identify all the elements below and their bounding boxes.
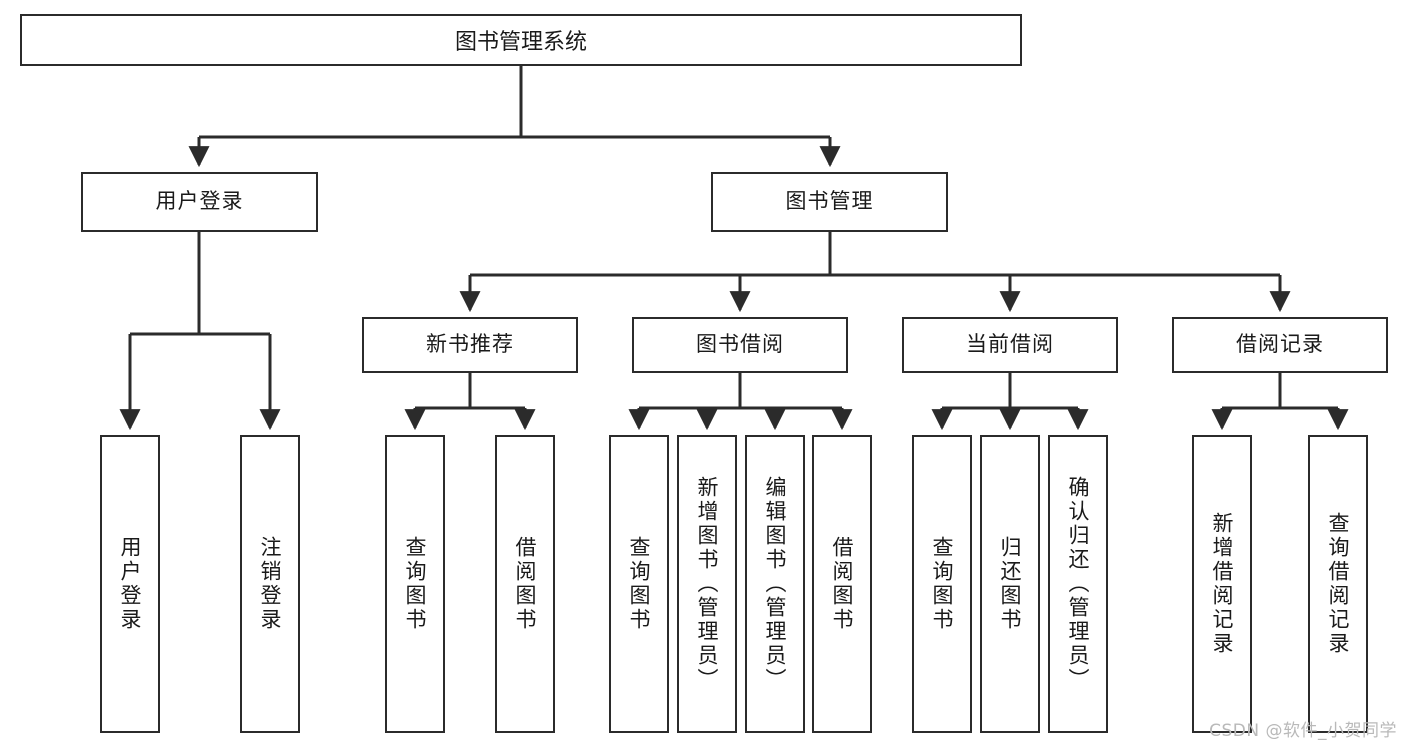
leaf-query-book-recommend[interactable]: 查询图书 bbox=[385, 435, 445, 733]
leaf-query-book-borrow[interactable]: 查询图书 bbox=[609, 435, 669, 733]
node-label: 归还图书 bbox=[998, 536, 1023, 632]
node-label: 图书管理 bbox=[785, 189, 874, 214]
leaf-query-borrow-record[interactable]: 查询借阅记录 bbox=[1308, 435, 1368, 733]
node-label: 查询图书 bbox=[627, 536, 652, 632]
leaf-user-login[interactable]: 用户登录 bbox=[100, 435, 160, 733]
node-label: 查询借阅记录 bbox=[1326, 512, 1351, 656]
node-label: 图书管理系统 bbox=[454, 30, 587, 55]
node-label: 新书推荐 bbox=[426, 332, 514, 357]
node-book-borrow[interactable]: 图书借阅 bbox=[632, 317, 848, 373]
leaf-return-book[interactable]: 归还图书 bbox=[980, 435, 1040, 733]
node-root-library-system[interactable]: 图书管理系统 bbox=[20, 14, 1022, 66]
node-book-management[interactable]: 图书管理 bbox=[711, 172, 948, 232]
node-label: 查询图书 bbox=[930, 536, 955, 632]
node-label: 新增图书（管理员） bbox=[695, 476, 720, 692]
node-borrow-record[interactable]: 借阅记录 bbox=[1172, 317, 1388, 373]
node-new-book-recommend[interactable]: 新书推荐 bbox=[362, 317, 578, 373]
watermark-text: CSDN @软件_小贺同学 bbox=[1209, 721, 1397, 741]
leaf-add-book-admin[interactable]: 新增图书（管理员） bbox=[677, 435, 737, 733]
node-label: 当前借阅 bbox=[966, 332, 1054, 357]
leaf-confirm-return-admin[interactable]: 确认归还（管理员） bbox=[1048, 435, 1108, 733]
node-label: 新增借阅记录 bbox=[1210, 512, 1235, 656]
node-label: 注销登录 bbox=[258, 536, 283, 632]
node-label: 查询图书 bbox=[403, 536, 428, 632]
leaf-borrow-book-recommend[interactable]: 借阅图书 bbox=[495, 435, 555, 733]
node-label: 用户登录 bbox=[118, 536, 143, 632]
leaf-add-borrow-record[interactable]: 新增借阅记录 bbox=[1192, 435, 1252, 733]
node-label: 借阅记录 bbox=[1236, 332, 1324, 357]
node-user-login[interactable]: 用户登录 bbox=[81, 172, 318, 232]
node-label: 图书借阅 bbox=[696, 332, 784, 357]
leaf-borrow-book[interactable]: 借阅图书 bbox=[812, 435, 872, 733]
node-label: 确认归还（管理员） bbox=[1066, 476, 1091, 692]
node-label: 用户登录 bbox=[155, 189, 244, 214]
leaf-query-book-current[interactable]: 查询图书 bbox=[912, 435, 972, 733]
leaf-logout[interactable]: 注销登录 bbox=[240, 435, 300, 733]
node-label: 编辑图书（管理员） bbox=[763, 476, 788, 692]
leaf-edit-book-admin[interactable]: 编辑图书（管理员） bbox=[745, 435, 805, 733]
node-label: 借阅图书 bbox=[513, 536, 538, 632]
node-current-borrow[interactable]: 当前借阅 bbox=[902, 317, 1118, 373]
node-label: 借阅图书 bbox=[830, 536, 855, 632]
